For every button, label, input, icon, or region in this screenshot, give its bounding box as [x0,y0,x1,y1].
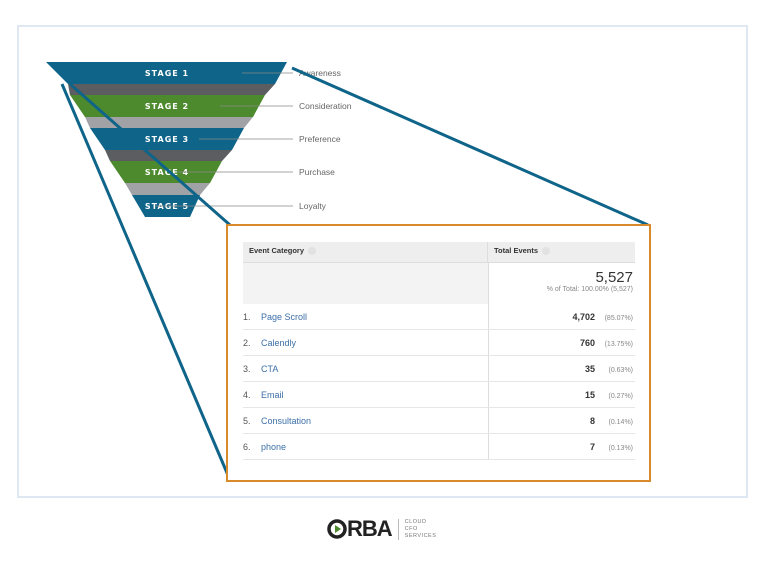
event-category-link[interactable]: CTA [261,363,279,374]
row-number: 2. [243,337,251,348]
stage-label: STAGE 2 [145,102,189,111]
event-count: 8 [589,415,595,426]
help-icon[interactable] [308,247,317,256]
table-row: 4. Email 15 (0.27%) [243,382,635,408]
stage-name: Awareness [299,68,341,78]
event-percent: (13.75%) [604,340,633,348]
event-percent: (0.13%) [608,444,633,452]
funnel-stage-1: STAGE 1 Awareness [46,62,341,84]
funnel-shadow [125,183,210,195]
row-number: 5. [243,415,251,426]
total-subtext: % of Total: 100.00% (5,527) [546,286,633,293]
stage-name: Loyalty [299,201,327,211]
funnel-stage-2: STAGE 2 Consideration [70,95,352,117]
funnel-stage-5: STAGE 5 Loyalty [132,195,327,217]
stage-label: STAGE 3 [145,135,189,144]
event-percent: (0.14%) [608,418,633,426]
stage-shape [90,128,244,150]
stage-shape [46,62,287,84]
event-count: 15 [584,389,595,400]
row-number: 6. [243,441,251,452]
event-count: 7 [589,441,595,452]
row-number: 4. [243,389,251,400]
event-percent: (85.07%) [604,314,633,322]
zoom-line-top-left [69,82,231,227]
event-category-link[interactable]: Calendly [261,337,297,348]
stage-label: STAGE 1 [145,69,189,78]
table-row: 3. CTA 35 (0.63%) [243,356,635,382]
funnel-stage-3: STAGE 3 Preference [90,128,341,150]
table-row: 2. Calendly 760 (13.75%) [243,330,635,356]
row-number: 1. [243,311,251,322]
stage-shape [70,95,265,117]
funnel-shadow [68,84,275,95]
content-frame [17,25,748,498]
totals-row: 5,527% of Total: 100.00% (5,527) [243,263,635,304]
funnel-shadow [105,150,232,161]
table-row: 6. phone 7 (0.13%) [243,434,635,460]
table-row: 1. Page Scroll 4,702 (85.07%) [243,304,635,330]
total-value: 5,527 [595,269,633,286]
stage-label: STAGE 5 [145,202,189,211]
event-category-link[interactable]: phone [261,441,287,452]
table-row: 5. Consultation 8 (0.14%) [243,408,635,434]
col-event-category[interactable]: Event Category [243,242,488,262]
stage-shape [110,161,222,183]
table-header: Event Category Total Events [243,242,635,263]
zoom-line-top-right [291,66,649,227]
help-icon[interactable] [542,247,551,256]
analytics-table-callout: Event Category Total Events 5,527% of To… [226,224,651,482]
events-table: Event Category Total Events 5,527% of To… [243,242,635,460]
stage-label: STAGE 4 [145,168,189,177]
row-number: 3. [243,363,251,374]
event-percent: (0.63%) [608,366,633,374]
event-count: 760 [579,337,595,348]
funnel-shadow [85,117,253,128]
logo-o-icon [327,519,347,539]
stage-name: Preference [299,134,341,144]
event-category-link[interactable]: Page Scroll [261,311,308,322]
zoom-line-bottom [60,83,232,481]
stage-name: Consideration [299,101,352,111]
event-category-link[interactable]: Email [261,389,284,400]
stage-name: Purchase [299,167,335,177]
funnel-stage-4: STAGE 4 Purchase [110,161,335,183]
event-count: 35 [584,363,595,374]
event-count: 4,702 [572,311,595,322]
col-total-events[interactable]: Total Events [488,242,635,262]
event-percent: (0.27%) [608,392,633,400]
event-category-link[interactable]: Consultation [261,415,312,426]
